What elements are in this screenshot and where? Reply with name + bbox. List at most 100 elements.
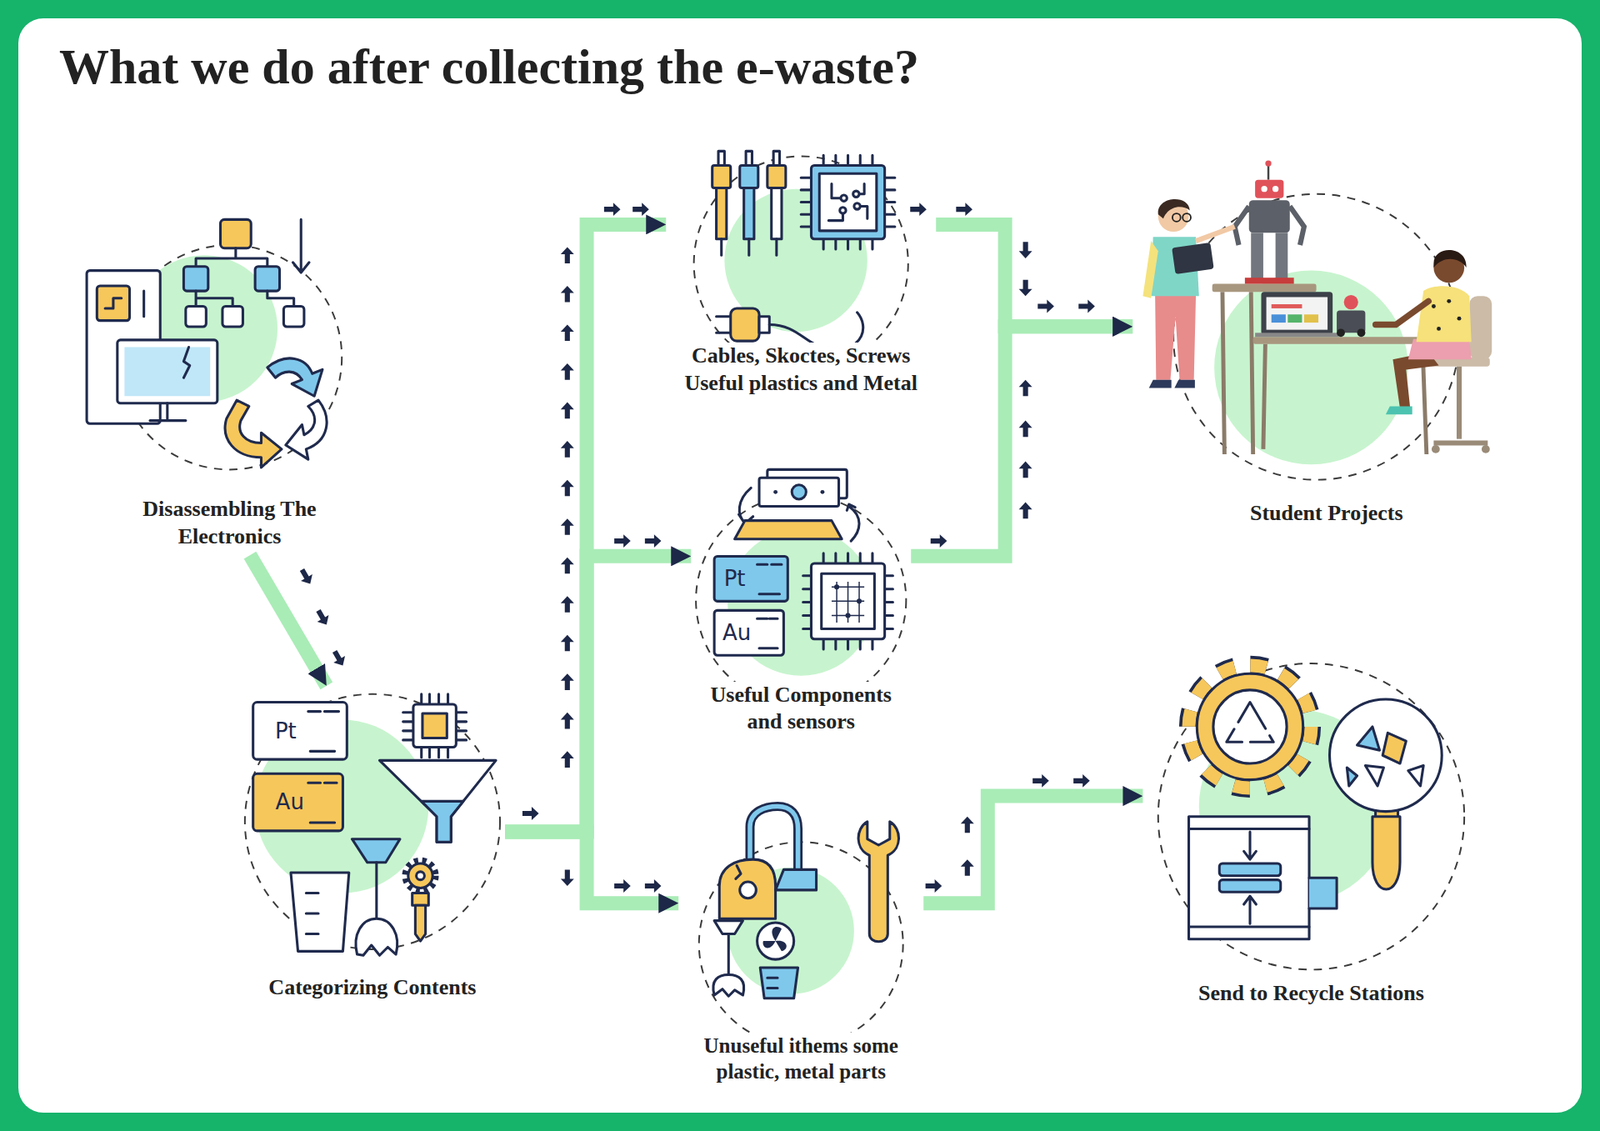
students-illustration xyxy=(1171,242,1215,275)
flow-arrow xyxy=(1019,420,1033,438)
disassembly-icon xyxy=(195,248,268,267)
unuseful-items-icon xyxy=(740,881,757,899)
cables-icon xyxy=(747,239,750,256)
students-illustration xyxy=(1149,380,1172,389)
unuseful-items-icon xyxy=(858,821,899,942)
disassembly-icon xyxy=(220,219,251,248)
unuseful-items-icon xyxy=(719,859,775,919)
process-node: Send to Recycle Stations xyxy=(1142,660,1480,1012)
recycle-icon xyxy=(1213,690,1287,764)
students-illustration xyxy=(1304,314,1319,323)
cables-icon xyxy=(828,184,868,221)
process-node: Useful Components and sensors xyxy=(690,467,911,741)
cables-icon xyxy=(840,207,846,214)
unuseful-items-icon xyxy=(699,805,904,1046)
cables-icon xyxy=(694,155,909,370)
node-label: Categorizing Contents xyxy=(263,974,481,1002)
students-illustration xyxy=(1172,213,1181,222)
cables-icon xyxy=(767,165,786,189)
disassembly-icon xyxy=(225,400,282,468)
components-icon xyxy=(856,598,862,604)
components-icon xyxy=(757,564,782,595)
students-illustration xyxy=(1336,328,1345,337)
icon-text-holder: Pt xyxy=(275,720,297,742)
categorizing-icon xyxy=(408,863,433,888)
flow-arrow xyxy=(1078,300,1095,314)
cables-icon xyxy=(819,173,877,231)
unuseful-items-icon xyxy=(735,865,741,880)
flow-arrow xyxy=(312,606,333,628)
icon-text-holder: Au xyxy=(722,621,751,644)
categorizing-icon xyxy=(308,782,337,823)
disassembly-icon xyxy=(117,340,218,404)
categorizing-icon xyxy=(245,694,500,955)
components-icon xyxy=(759,477,840,506)
students-illustration xyxy=(1260,185,1267,192)
element-symbol: Au xyxy=(722,621,751,644)
flow-arrow xyxy=(560,285,575,303)
flow-connector xyxy=(910,326,1133,557)
students-illustration xyxy=(1266,296,1328,330)
cables-icon xyxy=(771,187,782,239)
components-icon xyxy=(695,495,906,705)
disassembly-icon xyxy=(105,298,122,309)
flow-arrow xyxy=(960,859,975,876)
flow-arrow xyxy=(614,534,631,548)
flow-arrow xyxy=(604,202,621,216)
students-illustration xyxy=(1392,352,1439,409)
flow-connector xyxy=(505,831,679,904)
disassembly-icon xyxy=(183,346,190,378)
flow-arrow xyxy=(296,202,1095,893)
node-label: Send to Recycle Stations xyxy=(1193,980,1430,1008)
cables-icon xyxy=(730,308,760,341)
cables-icon xyxy=(840,195,847,201)
components-icon xyxy=(735,520,843,540)
flow-arrow xyxy=(1032,774,1050,788)
components-icon xyxy=(810,563,885,640)
students-illustration xyxy=(1212,284,1317,293)
components-icon xyxy=(714,610,784,655)
cables-icon xyxy=(854,203,860,210)
flow-arrow xyxy=(1019,380,1033,397)
flow-arrow xyxy=(645,879,662,893)
categorizing-icon xyxy=(308,711,340,752)
disassembly-icon xyxy=(150,419,186,422)
flow-arrow xyxy=(632,202,650,216)
recycle-icon xyxy=(1226,702,1274,743)
students-illustration xyxy=(1155,294,1196,380)
categorizing-icon xyxy=(413,704,456,747)
disassembly-icon xyxy=(86,219,342,470)
students-illustration xyxy=(1142,160,1492,480)
cables-icon xyxy=(853,190,860,197)
students-illustration xyxy=(1287,314,1302,323)
flow-arrow xyxy=(1019,461,1033,479)
flow-arrow xyxy=(560,518,575,535)
cables-icon xyxy=(810,165,885,240)
flow-arrow xyxy=(1019,502,1033,520)
categorizing-icon xyxy=(380,760,497,842)
flow-arrow xyxy=(560,363,575,380)
recycle-icon xyxy=(1189,665,1312,789)
students-illustration xyxy=(1272,185,1279,192)
unuseful-items-icon xyxy=(763,926,787,951)
students-illustration xyxy=(1416,285,1472,342)
diagram-title: What we do after collecting the e-waste? xyxy=(59,38,920,96)
flow-arrow xyxy=(560,712,575,730)
students-illustration xyxy=(1446,299,1451,304)
categorizing-icon xyxy=(422,713,447,738)
flow-arrow xyxy=(560,673,575,690)
components-icon xyxy=(846,504,860,541)
recycle-icon xyxy=(1330,699,1443,812)
students-illustration xyxy=(1174,380,1195,389)
students-illustration xyxy=(1375,300,1430,325)
categorizing-icon xyxy=(415,905,425,941)
cables-icon xyxy=(720,239,723,256)
components-icon xyxy=(834,584,840,590)
node-label: Cables, Skoctes, Screws Useful plastics … xyxy=(670,342,931,397)
flow-arrow xyxy=(1073,774,1090,788)
flow-arrow xyxy=(925,879,943,893)
process-node: Unuseful ithems some plastic, metal part… xyxy=(678,800,924,1090)
disassembly-icon xyxy=(292,219,310,273)
